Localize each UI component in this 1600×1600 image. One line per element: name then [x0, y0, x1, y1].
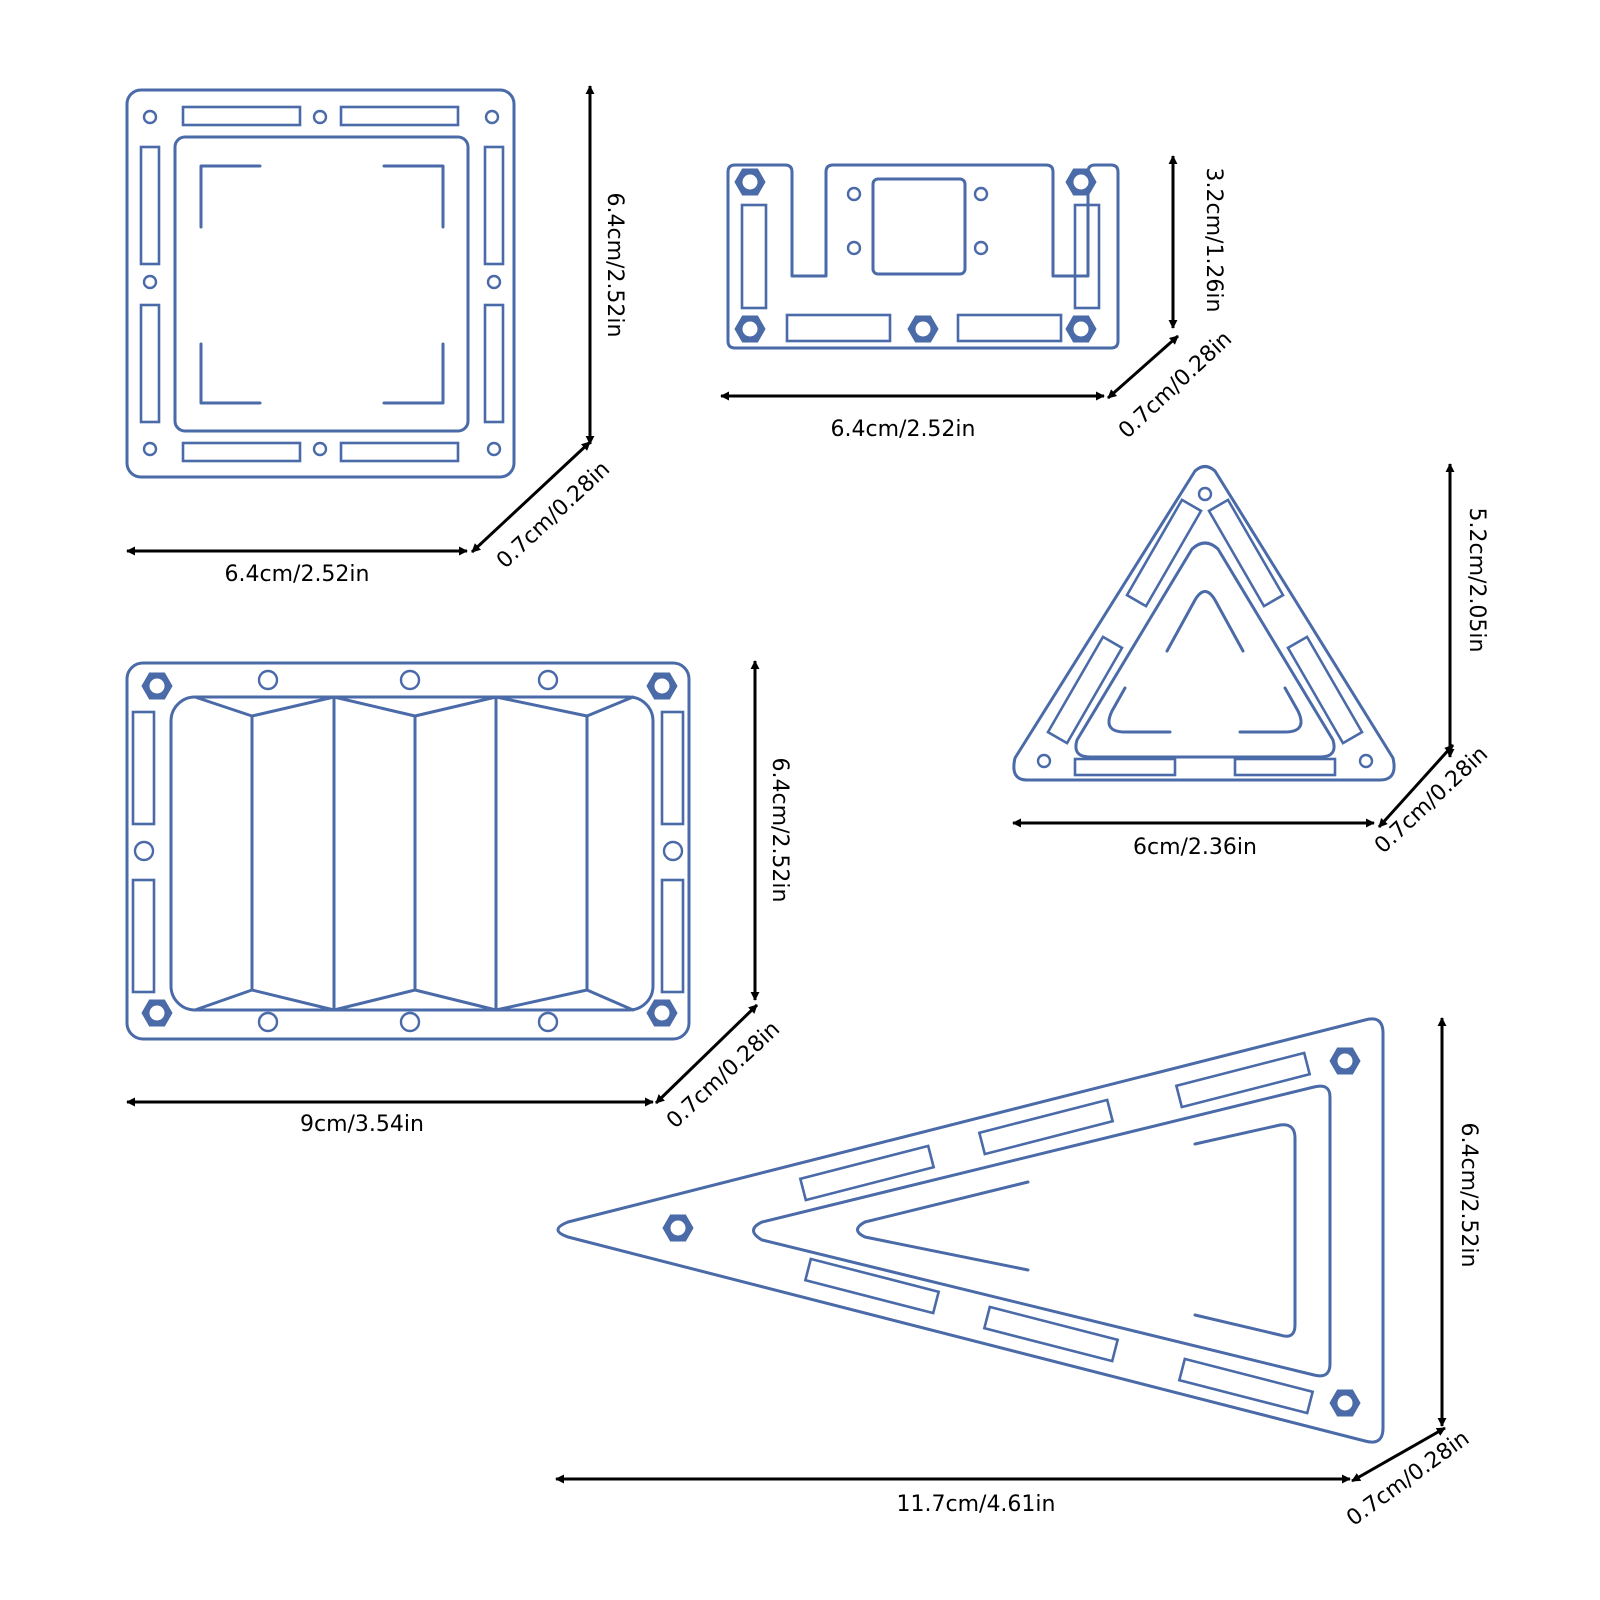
square-slots [139, 105, 505, 463]
rectangle-folds [193, 695, 635, 1012]
long-triangle-inner-frame [752, 1084, 1332, 1378]
equilateral-inner-frame [1074, 541, 1336, 759]
square-dimensions: 6.4cm/2.52in 6.4cm/2.52in 0.7cm/0.28in [126, 85, 627, 587]
square-outline [125, 88, 516, 479]
rectangle-height-label: 6.4cm/2.52in [767, 758, 792, 903]
equilateral-tile [1012, 465, 1396, 782]
equilateral-corner-marks [1107, 590, 1303, 734]
long-triangle-width-label: 11.7cm/4.61in [897, 1492, 1056, 1517]
equilateral-dimensions: 6cm/2.36in 5.2cm/2.05in 0.7cm/0.28in [1012, 463, 1493, 860]
equilateral-width-label: 6cm/2.36in [1133, 835, 1257, 860]
bracket-thickness-label: 0.7cm/0.28in [1114, 327, 1237, 444]
equilateral-slots [1046, 498, 1364, 777]
bracket-holes [846, 186, 989, 256]
rectangle-outline [125, 661, 691, 1041]
equilateral-thickness-label: 0.7cm/0.28in [1370, 742, 1493, 859]
equilateral-thickness-arrow [1377, 743, 1455, 829]
rectangle-inner-frame [169, 695, 655, 1012]
rectangle-holes [133, 669, 684, 1033]
bracket-tile [726, 163, 1120, 350]
square-holes [142, 109, 502, 457]
rectangle-dimensions: 9cm/3.54in 6.4cm/2.52in 0.7cm/0.28in [126, 660, 792, 1137]
bracket-thickness-arrow [1107, 334, 1179, 400]
bracket-slots [740, 203, 1101, 343]
long-triangle-thickness-label: 0.7cm/0.28in [1342, 1426, 1474, 1531]
bracket-center-window [871, 177, 967, 276]
equilateral-holes [1036, 486, 1374, 769]
square-tile [125, 88, 516, 479]
equilateral-height-label: 5.2cm/2.05in [1464, 508, 1489, 653]
long-triangle-slots [798, 1051, 1315, 1415]
long-triangle-tile [556, 1017, 1385, 1444]
rectangle-thickness-arrow [654, 1003, 759, 1105]
long-triangle-marks [856, 1123, 1297, 1338]
square-width-label: 6.4cm/2.52in [225, 562, 370, 587]
square-height-label: 6.4cm/2.52in [602, 193, 627, 338]
bracket-outline [726, 163, 1120, 350]
rectangle-slots [131, 710, 685, 994]
rectangle-magnets [141, 672, 678, 1027]
rectangle-width-label: 9cm/3.54in [300, 1112, 424, 1137]
bracket-width-label: 6.4cm/2.52in [831, 417, 976, 442]
bracket-height-label: 3.2cm/1.26in [1201, 168, 1226, 313]
rectangle-tile [125, 661, 691, 1041]
long-triangle-thickness-arrow [1351, 1426, 1446, 1483]
long-triangle-height-label: 6.4cm/2.52in [1456, 1123, 1481, 1268]
square-corner-marks [199, 164, 445, 405]
rectangle-thickness-label: 0.7cm/0.28in [662, 1017, 785, 1134]
square-thickness-arrow [470, 440, 592, 554]
square-inner-frame [173, 135, 470, 433]
